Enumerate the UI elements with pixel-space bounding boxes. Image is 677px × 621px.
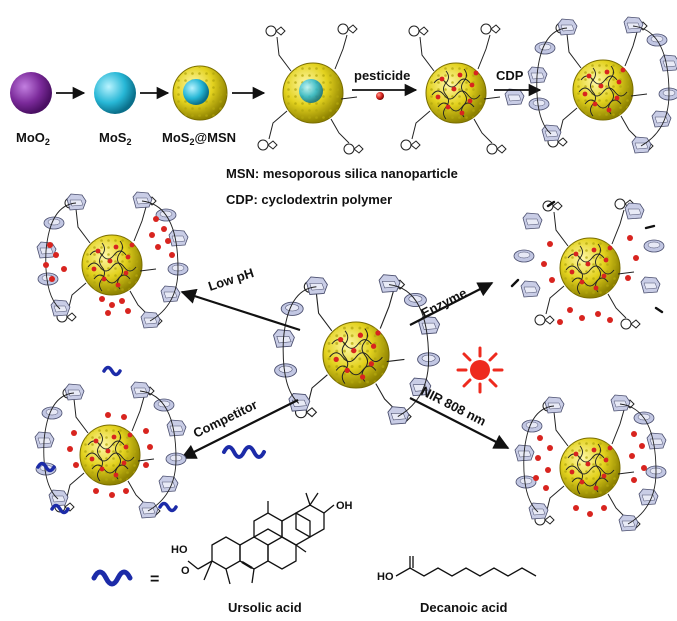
moo2-label: MoO2 [16, 130, 50, 147]
arrow-competitor [180, 399, 299, 459]
decanoic-acid-name: Decanoic acid [420, 600, 507, 615]
mos2-particle [94, 72, 136, 114]
pesticide-label: pesticide [354, 68, 410, 83]
equals-sign: = [150, 571, 159, 588]
ursolic-ho-label: HO [171, 544, 188, 556]
ursolic-oh-label: OH [336, 500, 353, 512]
ursolic-acid-structure [187, 492, 335, 585]
decanoic-ho-label: HO [377, 571, 394, 583]
moo2-particle [10, 72, 52, 114]
nir-release-state [515, 395, 666, 531]
competitor-molecule-icon [222, 445, 266, 459]
cdp-capped-nanoparticle [528, 17, 677, 153]
functionalized-msn [258, 24, 363, 154]
light-source-icon [456, 346, 504, 394]
competitor-legend-icon [91, 569, 133, 587]
cdp-ring-icon [504, 88, 525, 106]
cdp-label: CDP [496, 68, 524, 83]
mos2-msn-particle [172, 65, 228, 121]
ursolic-acid-name: Ursolic acid [228, 600, 302, 615]
low-ph-label: Low pH [206, 265, 255, 294]
decanoic-acid-structure [395, 556, 537, 577]
competitor-label: Competitor [191, 397, 260, 441]
legend-cdp: CDP: cyclodextrin polymer [226, 192, 392, 207]
pesticide-loaded-msn [401, 24, 506, 154]
central-nanocarrier [274, 275, 440, 425]
pesticide-dot [376, 92, 384, 100]
enzyme-release-state [510, 199, 665, 329]
legend-msn: MSN: mesoporous silica nanoparticle [226, 166, 458, 181]
low-ph-release-state [37, 192, 188, 328]
enzyme-label: Enzyme [419, 285, 470, 321]
competitor-release-state [35, 365, 186, 519]
arrow-enzyme [409, 282, 494, 326]
mos2-msn-label: MoS2@MSN [162, 130, 236, 147]
mos2-label: MoS2 [99, 130, 131, 147]
arrow-low-ph [180, 288, 301, 332]
nir-label: NIR 808 nm [419, 383, 489, 429]
arrow-nir [409, 397, 510, 449]
ursolic-o-label: O [181, 565, 190, 577]
